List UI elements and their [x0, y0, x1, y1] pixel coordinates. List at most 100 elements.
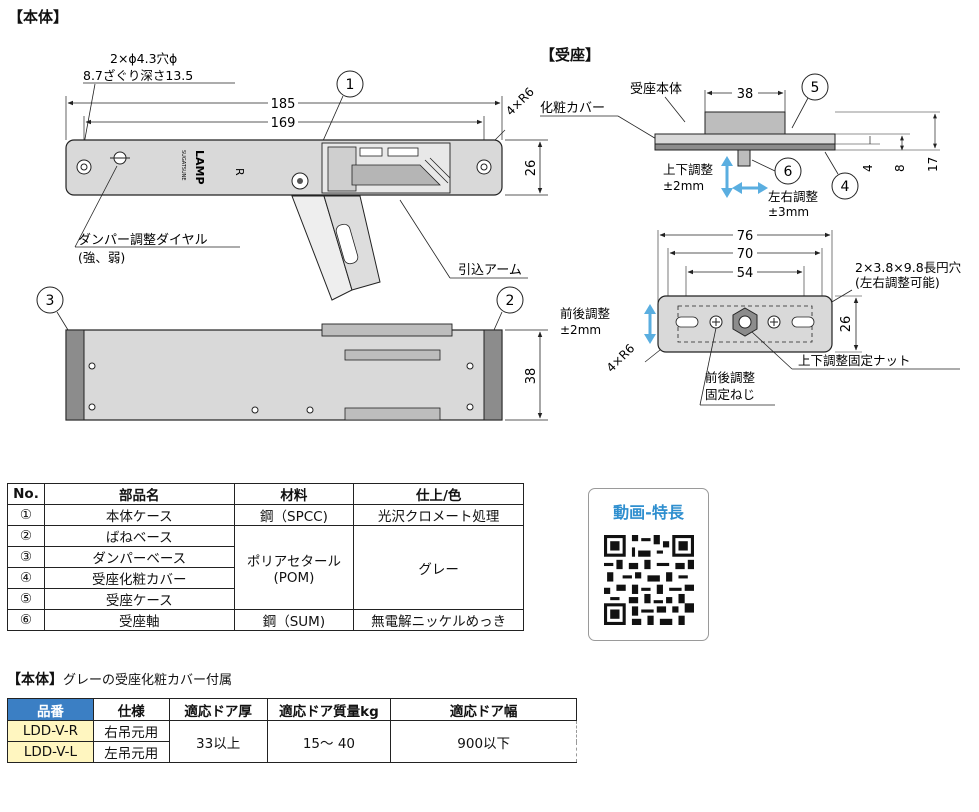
qr-video-box[interactable]: 動画-特長 [588, 488, 709, 641]
callout-1-num: 1 [346, 77, 355, 93]
lr-arrow-icon [732, 182, 768, 194]
lr-adjust-val: ±3mm [768, 205, 809, 219]
hole-note-2: 8.7ざぐり深さ13.5 [83, 68, 193, 83]
col-width: 適応ドア幅 [390, 698, 577, 721]
qr-title: 動画-特長 [613, 503, 684, 522]
callout-6-num: 6 [784, 164, 793, 180]
part-no: ④ [7, 567, 45, 589]
callout-5 [801, 73, 829, 101]
fb-adjust-label: 前後調整 [560, 306, 611, 321]
col-no: No. [7, 483, 45, 505]
body-dim-26: 26 [524, 160, 539, 177]
arm-label: 引込アーム [458, 263, 522, 278]
fix-nut-label: 上下調整固定ナット [798, 353, 911, 368]
part-material: 鋼（SPCC) [233, 504, 355, 526]
part-no: ⑥ [7, 609, 45, 631]
product-spec: 右吊元用 [92, 720, 170, 742]
part-name: 本体ケース [43, 504, 235, 526]
spec-note-text: グレーの受座化粧カバー付属 [63, 673, 233, 688]
r-mark: R [233, 168, 246, 176]
vert-adjust-val: ±2mm [663, 179, 704, 193]
spec-note: 【本体】グレーの受座化粧カバー付属 [7, 669, 232, 689]
table-row: ③ ダンパーベース [7, 546, 524, 568]
part-name: 受座化粧カバー [43, 567, 235, 589]
seat-dim-4: 4 [861, 164, 875, 172]
part-no: ⑤ [7, 588, 45, 610]
col-name: 部品名 [43, 483, 235, 505]
logo-text: LAMP [193, 150, 206, 185]
callout-1 [336, 70, 364, 98]
seat-dim-8: 8 [893, 164, 907, 172]
seat-body-label: 受座本体 [630, 82, 682, 97]
fb-arrow-icon [644, 304, 656, 344]
seat-shaft [737, 149, 751, 167]
body-section-title: 【本体】 [8, 8, 69, 26]
merged-material-line-2: (POM) [273, 569, 315, 586]
door-thickness: 33以上 [168, 720, 268, 763]
seat-diagram: 受座本体 化粧カバー 38 5 4 8 17 6 4 上下調整 ±2mm [540, 73, 962, 406]
part-no: ① [7, 504, 45, 526]
part-finish: 光沢クロメート処理 [353, 504, 524, 526]
col-finish: 仕上/色 [353, 483, 524, 505]
callout-2 [496, 286, 524, 314]
qr-code-icon[interactable] [603, 535, 694, 625]
fb-adjust-val: ±2mm [560, 323, 601, 337]
seat-dim-17: 17 [926, 157, 940, 172]
part-no: ③ [7, 546, 45, 568]
part-finish: 無電解ニッケルめっき [353, 609, 524, 631]
callout-3-num: 3 [46, 293, 55, 309]
door-mass: 15～ 40 [266, 720, 392, 763]
seat-section-title: 【受座】 [540, 46, 601, 64]
cover-label: 化粧カバー [540, 101, 605, 116]
part-name: ばねベース [43, 525, 235, 547]
callout-4 [831, 172, 859, 200]
merged-finish: グレー [353, 525, 524, 610]
dim-169: 169 [271, 116, 296, 131]
body-radius-label: 4×R6 [503, 85, 537, 119]
slot-note-1: 2×3.8×9.8長円穴 [855, 260, 962, 275]
damper-label: ダンパー調整ダイヤル [78, 233, 208, 248]
callout-5-num: 5 [811, 80, 820, 96]
col-spec: 仕様 [92, 698, 170, 721]
part-no: ② [7, 525, 45, 547]
callout-2-num: 2 [506, 293, 515, 309]
product-code: LDD-V-L [7, 741, 94, 763]
product-spec: 左吊元用 [92, 741, 170, 763]
part-material: 鋼（SUM) [233, 609, 355, 631]
part-name: 受座ケース [43, 588, 235, 610]
merged-material: ポリアセタール (POM) [233, 525, 355, 610]
seat-dim-76: 76 [737, 229, 754, 244]
fix-screw-label-2: 固定ねじ [705, 387, 755, 402]
col-code: 品番 [7, 698, 94, 721]
col-mass: 適応ドア質量kg [266, 698, 392, 721]
parts-header-row: No. 部品名 材料 仕上/色 [7, 483, 524, 505]
spec-table: 品番 仕様 適応ドア厚 適応ドア質量kg 適応ドア幅 LDD-V-R 右吊元用 … [7, 698, 577, 763]
lr-adjust-label: 左右調整 [768, 189, 819, 204]
product-code: LDD-V-R [7, 720, 94, 742]
spec-header-row: 品番 仕様 適応ドア厚 適応ドア質量kg 適応ドア幅 [7, 698, 577, 721]
slot-note-2: (左右調整可能) [855, 275, 940, 290]
body-dim-38: 38 [524, 368, 539, 385]
col-thickness: 適応ドア厚 [168, 698, 268, 721]
seat-dim-70: 70 [737, 247, 754, 262]
body-side-view [65, 329, 503, 421]
spec-note-bracket: 【本体】 [7, 672, 63, 688]
table-row: ⑥ 受座軸 鋼（SUM) 無電解ニッケルめっき [7, 609, 524, 631]
seat-dim-26: 26 [839, 316, 854, 333]
part-name: 受座軸 [43, 609, 235, 631]
damper-sub: (強、弱) [78, 250, 125, 265]
vert-adjust-label: 上下調整 [663, 162, 714, 177]
hole-note-1: 2×ϕ4.3穴ϕ [110, 51, 177, 66]
table-row: ② ばねベース ポリアセタール (POM) グレー [7, 525, 524, 610]
door-width: 900以下 [390, 720, 577, 763]
callout-3 [36, 286, 64, 314]
table-row: ⑤ 受座ケース [7, 588, 524, 610]
vert-arrow-icon [721, 156, 733, 198]
merged-material-line-1: ポリアセタール [246, 553, 342, 570]
fix-screw-label-1: 前後調整 [705, 370, 756, 385]
parts-table: No. 部品名 材料 仕上/色 ① 本体ケース 鋼（SPCC) 光沢クロメート処… [7, 483, 524, 631]
table-row: LDD-V-L 左吊元用 [7, 741, 577, 763]
part-name: ダンパーベース [43, 546, 235, 568]
col-material: 材料 [233, 483, 355, 505]
seat-radius-label: 4×R6 [604, 341, 638, 375]
